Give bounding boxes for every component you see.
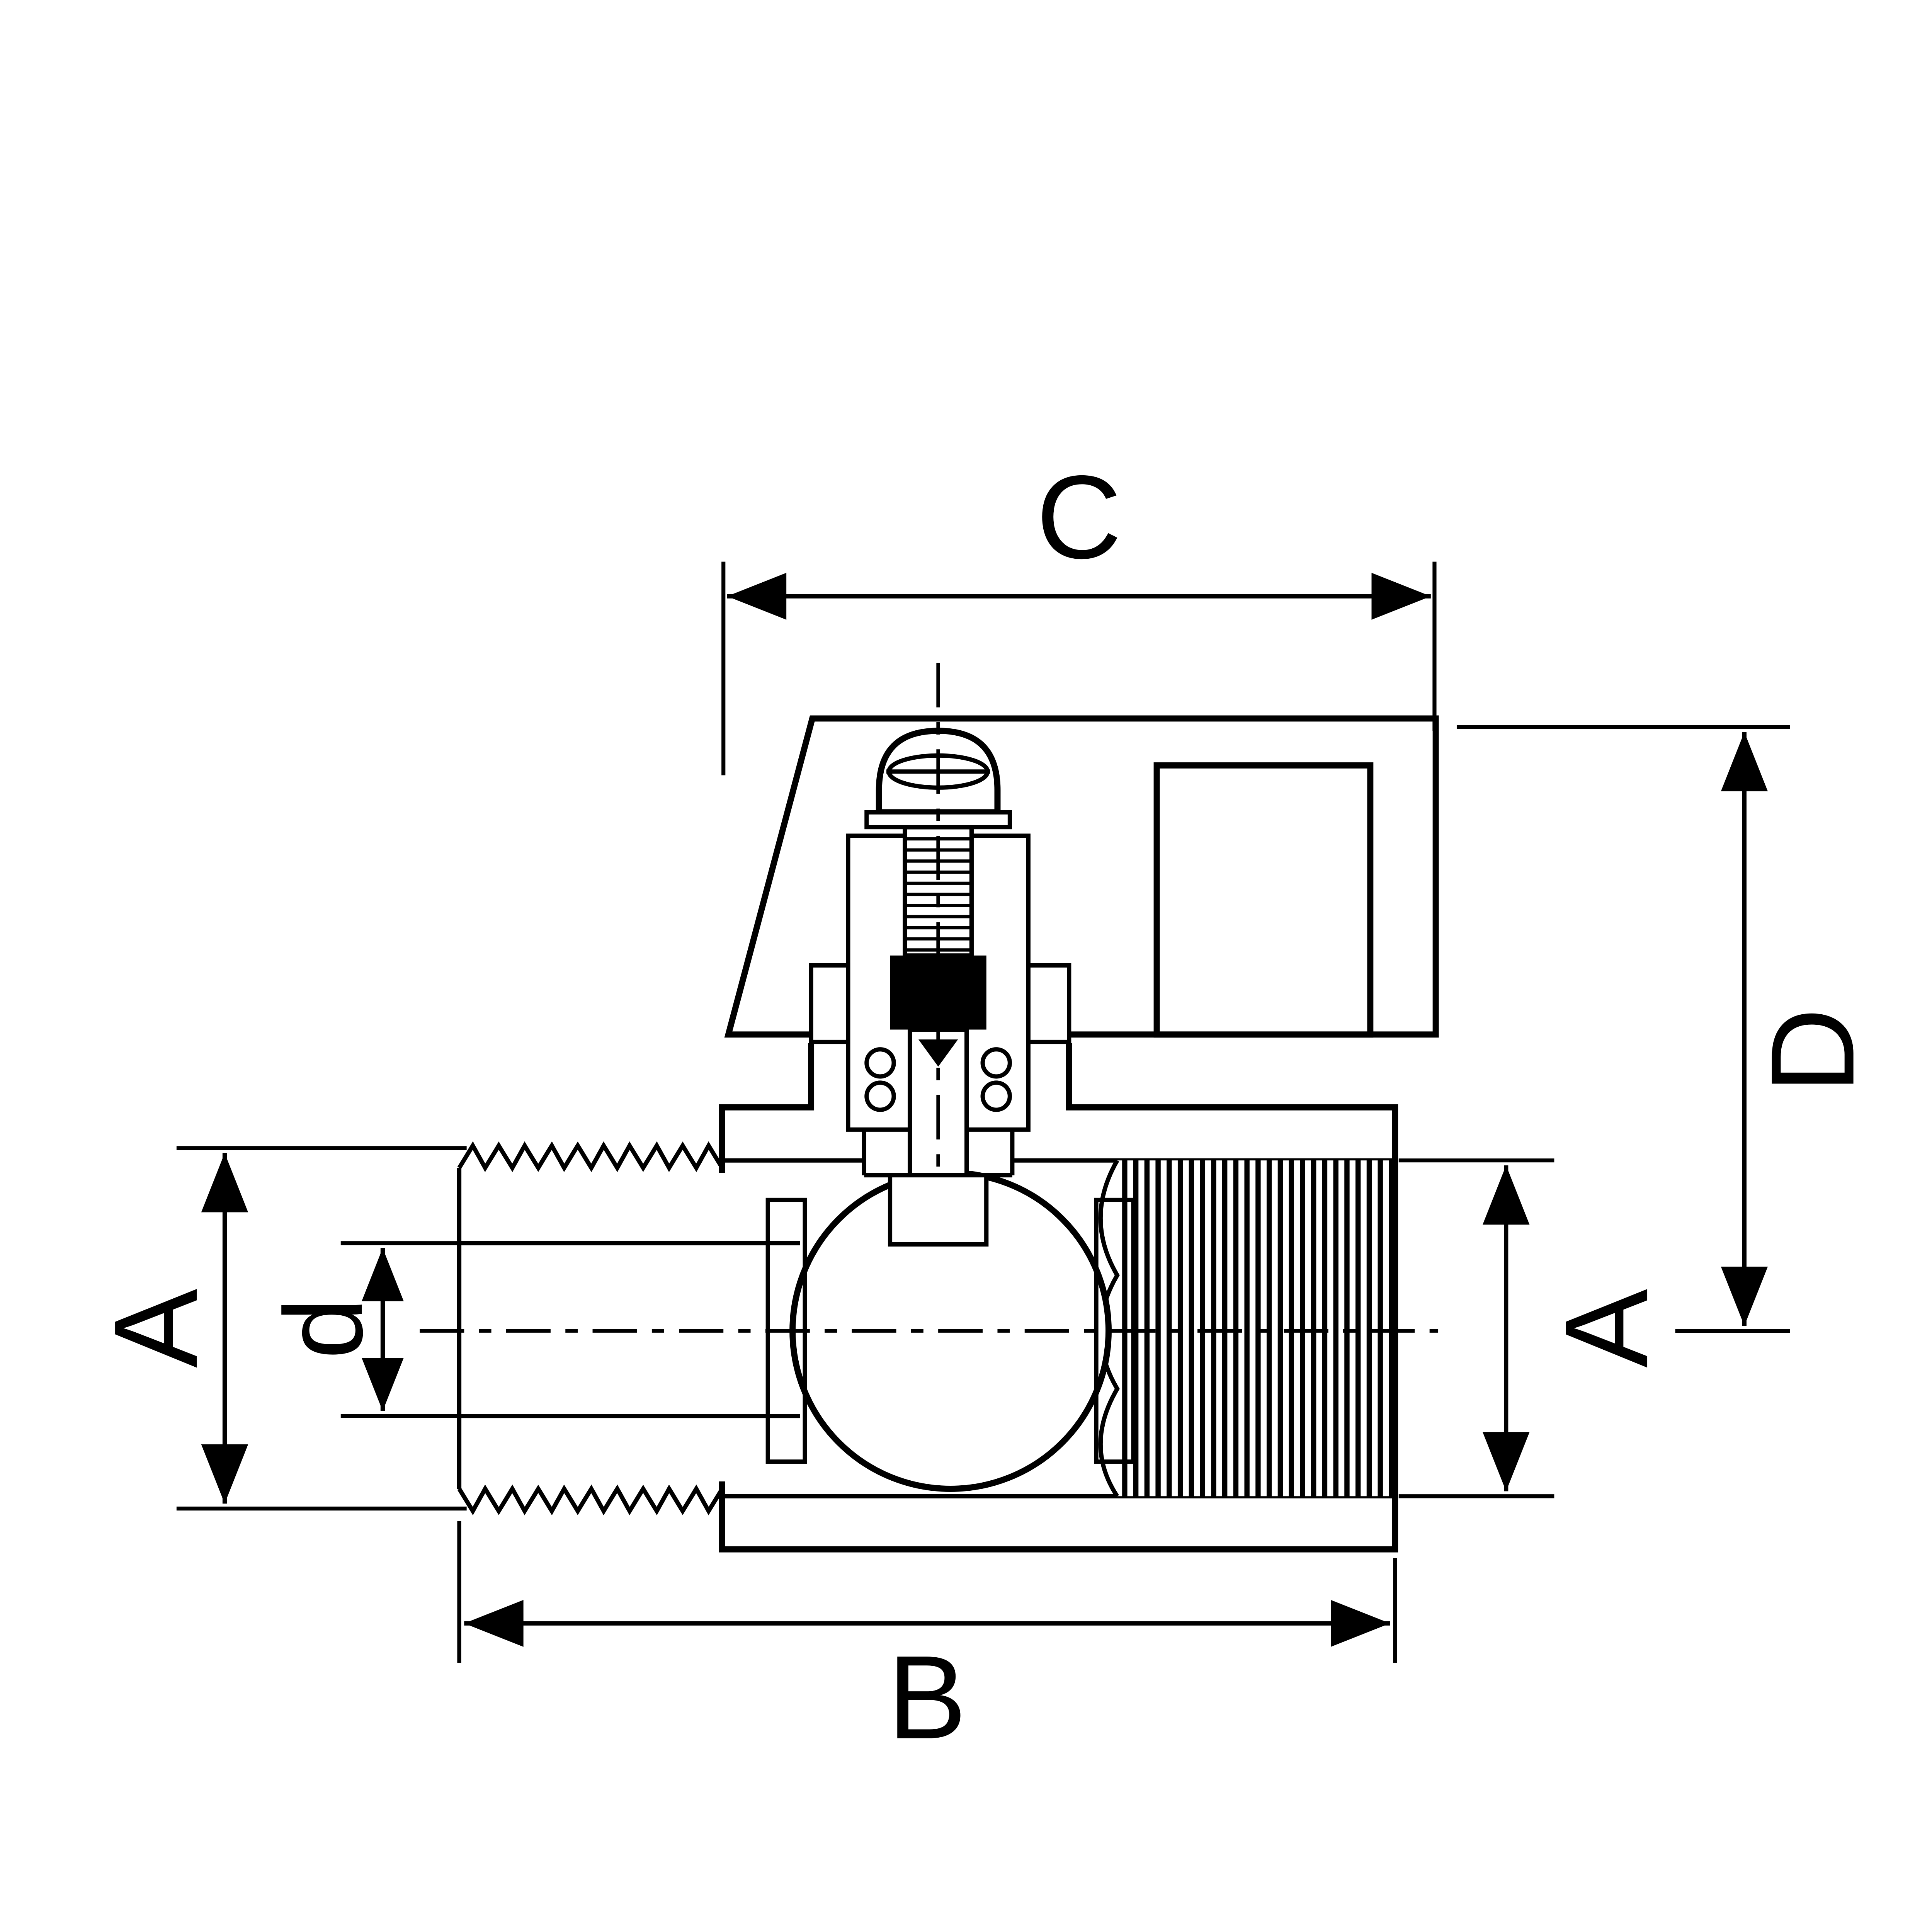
- arrowhead-down: [1483, 1432, 1530, 1492]
- center-axes: [420, 663, 1439, 1333]
- seal-ring: [864, 1047, 896, 1079]
- dim-label-A-right: A: [1540, 1288, 1672, 1368]
- dim-A-right: A: [1398, 1158, 1672, 1498]
- bonnet-flange-right: [1026, 963, 1071, 1044]
- dim-label-A-left: A: [89, 1288, 222, 1368]
- dim-A-left: A: [89, 1146, 467, 1511]
- male-thread: [457, 1141, 800, 1515]
- dim-D: D: [1456, 725, 1879, 1333]
- arrowhead-up: [1721, 732, 1768, 791]
- arrowhead-up: [362, 1248, 404, 1301]
- arrowhead-right: [1371, 573, 1431, 620]
- arrowhead-up: [201, 1153, 248, 1213]
- stem-square: [888, 1173, 989, 1247]
- arrowhead-down: [201, 1444, 248, 1504]
- arrowhead-down: [362, 1358, 404, 1411]
- dim-label-B: B: [888, 1631, 967, 1763]
- seal-ring: [980, 1080, 1012, 1112]
- female-thread-hatch: [1117, 1160, 1393, 1497]
- seal-ring: [864, 1080, 896, 1112]
- stem-tip-marker: [918, 1039, 958, 1067]
- dim-label-d: d: [262, 1298, 386, 1359]
- dim-d: d: [262, 1241, 459, 1418]
- thread-crest-bottom: [457, 1484, 724, 1515]
- thread-crest-top: [457, 1141, 724, 1172]
- dim-label-C: C: [1036, 451, 1122, 583]
- stuffing-box: [862, 1129, 1015, 1178]
- handle-cutout: [1153, 762, 1374, 1038]
- bonnet-flange-left: [809, 963, 850, 1044]
- arrowhead-left: [464, 1600, 524, 1647]
- body-outline: [719, 1043, 1398, 1553]
- arrowhead-left: [727, 573, 787, 620]
- arrowhead-up: [1483, 1165, 1530, 1225]
- dim-C: C: [721, 451, 1437, 776]
- arrowhead-right: [1331, 1600, 1390, 1647]
- seal-ring: [980, 1047, 1012, 1079]
- dim-B: B: [457, 1521, 1397, 1763]
- dim-label-D: D: [1746, 1008, 1879, 1094]
- female-thread: [1098, 1159, 1393, 1498]
- arrowhead-down: [1721, 1266, 1768, 1326]
